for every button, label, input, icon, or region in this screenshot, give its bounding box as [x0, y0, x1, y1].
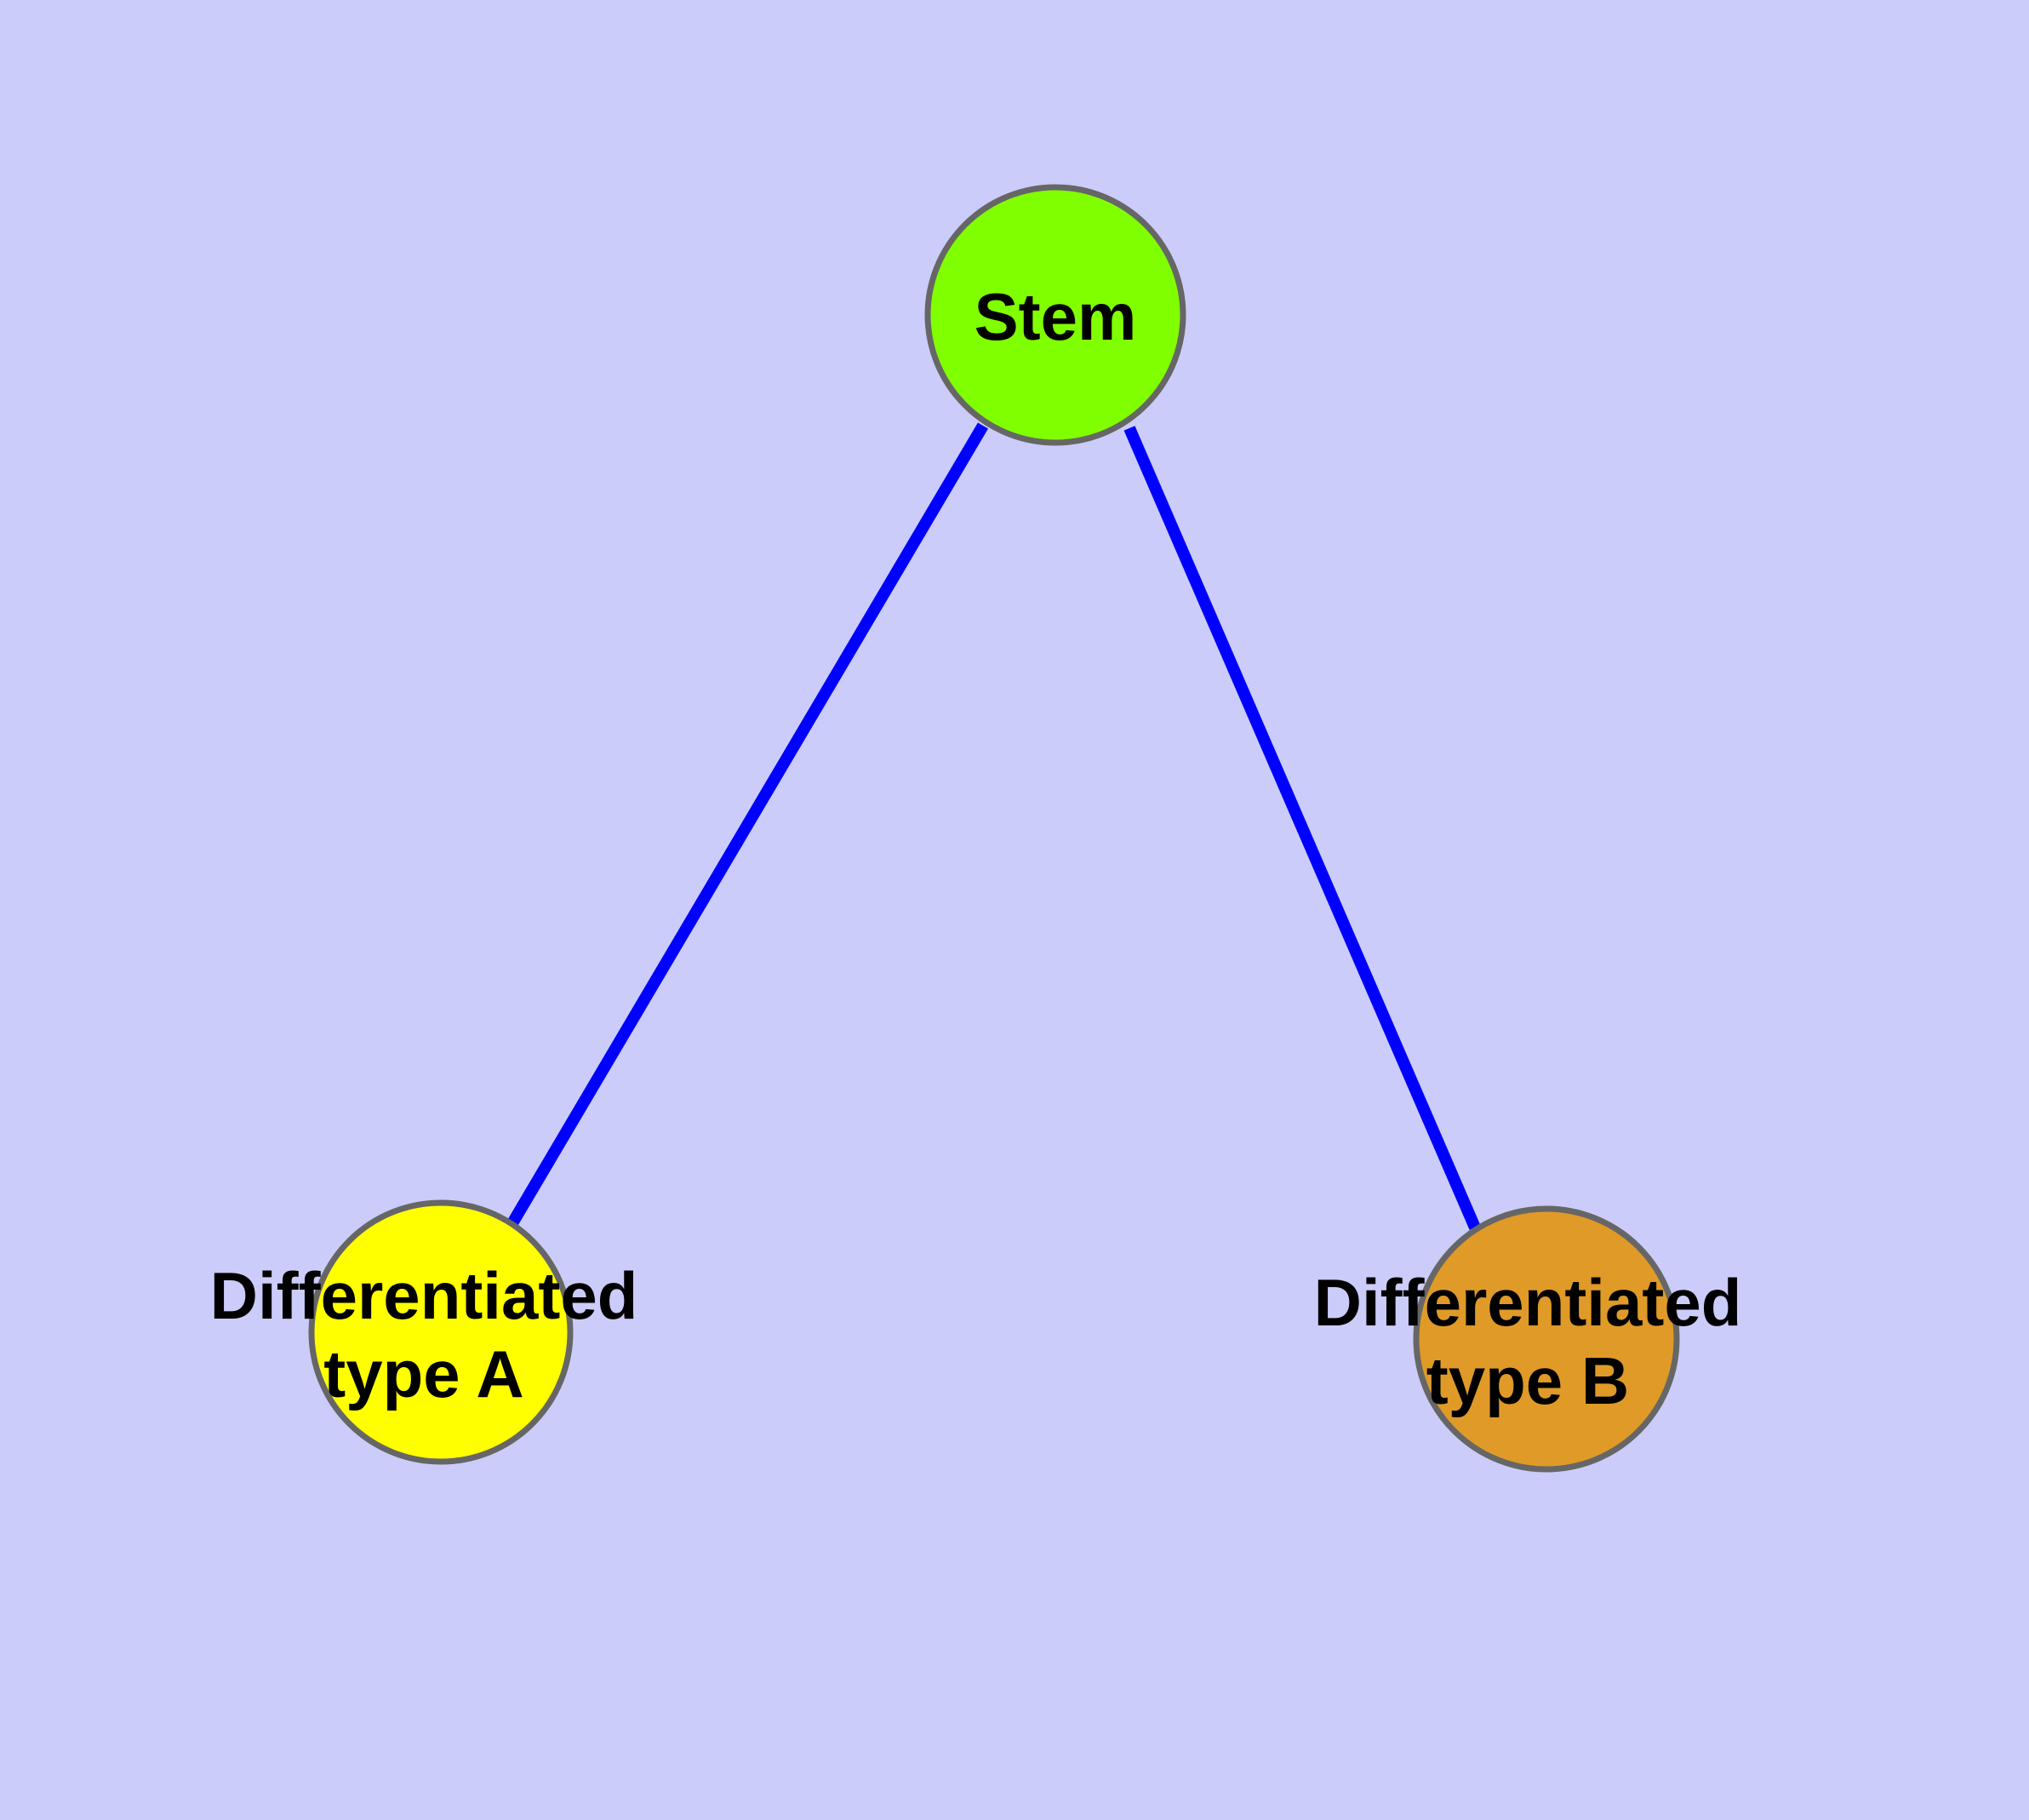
- node-layer: [308, 184, 1680, 1473]
- node-stem[interactable]: [924, 184, 1186, 446]
- edge-stem-to-differentiated-type-a[interactable]: [506, 422, 989, 1227]
- node-differentiated-type-b[interactable]: [1413, 1205, 1680, 1473]
- node-label-stem: Stem: [974, 279, 1137, 354]
- node-differentiated-type-a[interactable]: [308, 1199, 574, 1465]
- edge-stem-to-differentiated-type-b[interactable]: [1123, 426, 1481, 1230]
- edge-layer: [506, 422, 1481, 1230]
